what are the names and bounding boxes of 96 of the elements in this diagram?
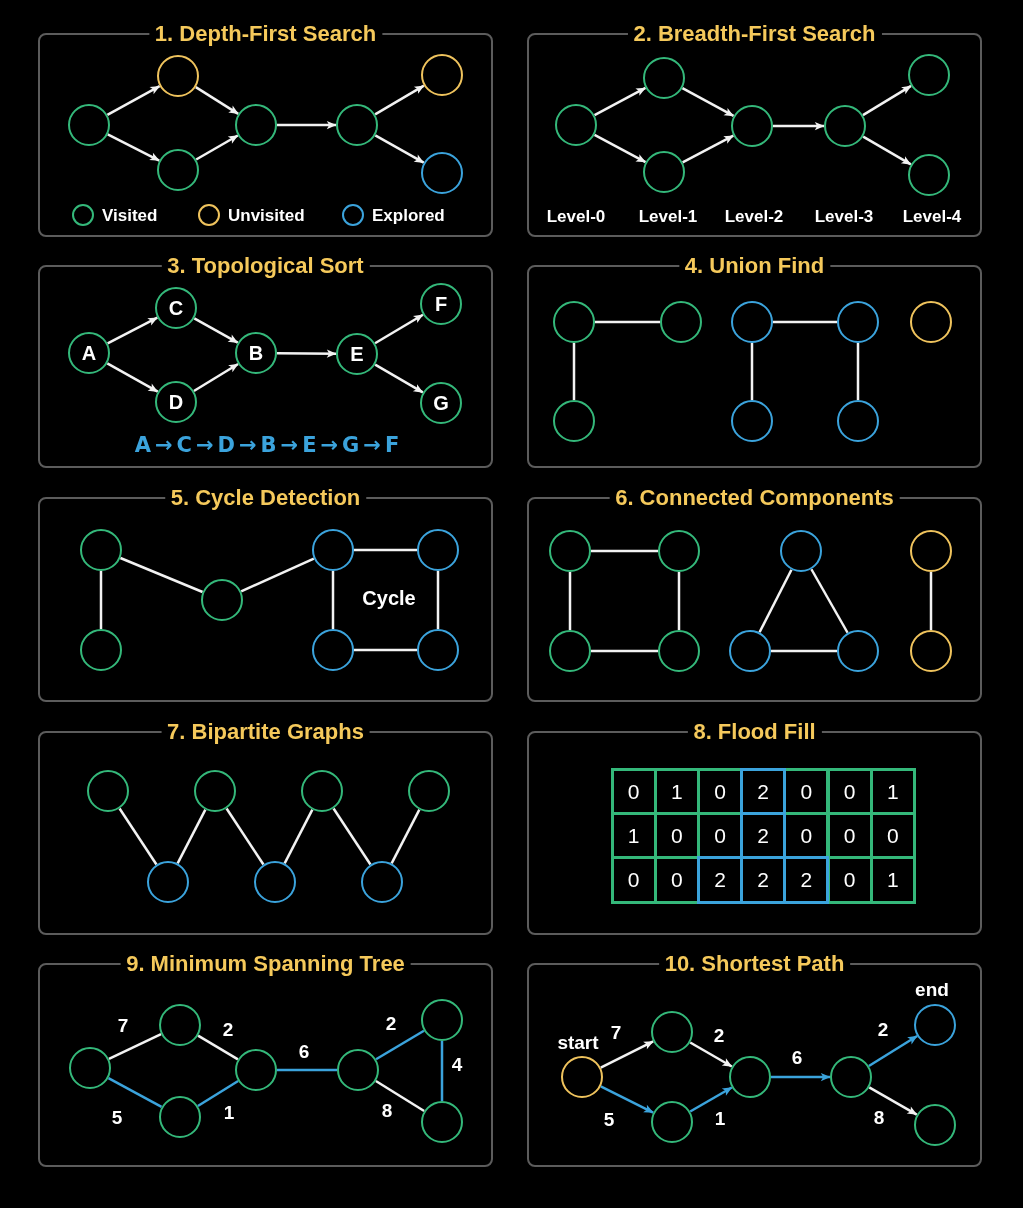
arrow (374, 134, 425, 164)
connector-line (390, 809, 421, 864)
sort-order-text: A→C→D→B→E→G→F (134, 434, 404, 456)
connector-line (375, 1029, 425, 1061)
connector-line (568, 572, 572, 630)
edge-label: 7 (610, 1022, 622, 1042)
connector-line (810, 568, 849, 634)
arrow (600, 1085, 654, 1114)
arrow (593, 86, 647, 117)
connector-line (331, 571, 335, 629)
connector-line (283, 809, 314, 864)
edge-label: 6 (298, 1041, 310, 1061)
connector-line (750, 343, 754, 400)
connector-line (856, 343, 860, 400)
connector-line (572, 343, 576, 400)
node-caption: end (915, 979, 949, 999)
connector-line (197, 1034, 239, 1061)
connector-line (225, 807, 265, 866)
edge-label: 2 (877, 1019, 889, 1039)
connector-line (108, 1032, 162, 1061)
connector-line (332, 807, 372, 866)
grid-cell: 0 (826, 856, 873, 904)
arrow (107, 133, 160, 162)
connector-line (99, 571, 103, 629)
arrow (374, 313, 424, 345)
arrow (773, 121, 825, 131)
grid-cell: 0 (610, 856, 657, 904)
arrow (682, 134, 734, 164)
level-label: Level-3 (814, 207, 874, 225)
grid-cell: 0 (783, 767, 830, 815)
connector-line (118, 807, 158, 866)
connector-line (197, 1080, 239, 1107)
edge-label: 8 (873, 1107, 885, 1127)
node-caption: start (557, 1032, 599, 1052)
arrow (106, 362, 159, 393)
edge-label: 5 (603, 1109, 615, 1129)
connector-line (591, 549, 658, 553)
connector-line (354, 548, 417, 552)
grid-cell: 2 (783, 856, 830, 904)
level-label: Level-0 (546, 207, 606, 225)
connector-line (375, 1080, 425, 1112)
connector-line (277, 1068, 337, 1072)
connector-line (436, 571, 440, 629)
edge-label: 7 (117, 1015, 129, 1035)
edge-label: 4 (451, 1054, 463, 1074)
arrow (600, 1040, 654, 1069)
arrow (195, 134, 239, 161)
connector-line (176, 809, 207, 864)
arrow (106, 85, 161, 116)
grid-cell: 0 (826, 767, 873, 815)
arrow (374, 363, 424, 394)
connector-line (107, 1076, 163, 1109)
arrow (593, 133, 647, 164)
arrow (374, 84, 425, 116)
arrow (689, 1041, 733, 1068)
region-label: Cycle (362, 588, 416, 608)
edge-label: 1 (714, 1108, 726, 1128)
edge-label: 8 (381, 1100, 393, 1120)
arrow (862, 84, 912, 117)
legend-label: Unvisited (228, 206, 305, 224)
arrow (689, 1086, 733, 1113)
legend-label: Explored (372, 206, 445, 224)
legend-label: Visited (102, 206, 158, 224)
connector-line (240, 557, 315, 593)
arrow (681, 86, 735, 118)
connector-line (595, 320, 660, 324)
arrow (862, 135, 912, 166)
edge-label: 5 (111, 1107, 123, 1127)
arrow (193, 317, 239, 344)
connector-line (591, 649, 658, 653)
arrow (771, 1072, 831, 1082)
connector-line (119, 556, 204, 594)
level-label: Level-1 (638, 207, 698, 225)
connector-line (929, 572, 933, 630)
connector-line (758, 569, 793, 633)
connector-line (773, 320, 837, 324)
arrow (195, 86, 239, 115)
edge-label: 1 (223, 1102, 235, 1122)
arrow (193, 362, 239, 393)
arrow (868, 1035, 918, 1067)
connector-line (354, 648, 417, 652)
arrow (277, 120, 337, 130)
edge-label: 2 (385, 1013, 397, 1033)
edge-label: 2 (222, 1019, 234, 1039)
connector-line (440, 1041, 444, 1101)
arrow (277, 349, 337, 358)
connector-line (771, 649, 837, 653)
edge-label: 2 (713, 1025, 725, 1045)
grid-cell: 0 (610, 767, 657, 815)
level-label: Level-2 (724, 207, 784, 225)
grid-cell: 2 (740, 767, 787, 815)
level-label: Level-4 (902, 207, 962, 225)
arrow (868, 1086, 918, 1116)
arrow (107, 316, 158, 345)
edge-label: 6 (791, 1047, 803, 1067)
connector-line (677, 572, 681, 630)
